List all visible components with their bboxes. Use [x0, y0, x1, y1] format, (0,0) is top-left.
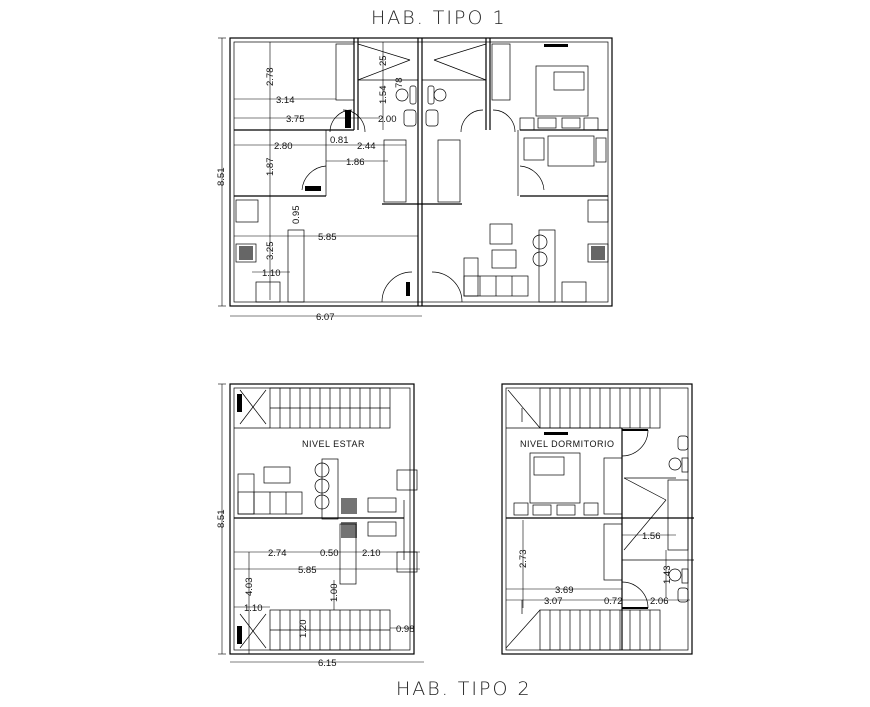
dim-estar-width: 6.15	[318, 658, 337, 669]
dim-0-98: 0.98	[396, 624, 415, 635]
dim-1-54: 1.54	[378, 86, 389, 105]
dim-2-80: 2.80	[274, 141, 293, 152]
label-nivel-dormitorio: NIVEL DORMITORIO	[520, 439, 615, 449]
label-nivel-estar: NIVEL ESTAR	[302, 439, 365, 449]
dim-5-85-estar: 5.85	[298, 565, 317, 576]
dim-5-85: 5.85	[318, 232, 337, 243]
dim-3-14: 3.14	[276, 95, 295, 106]
dim-0-72: 0.72	[604, 596, 623, 607]
dim-1-00: 1.00	[329, 584, 340, 603]
dim-2-10: 2.10	[362, 548, 381, 559]
title-hab-tipo-1: HAB. TIPO 1	[371, 7, 507, 29]
dim-3-25: 3.25	[265, 242, 276, 261]
dim-2-00: 2.00	[378, 114, 397, 125]
dim-2-44: 2.44	[357, 141, 376, 152]
plan-nivel-estar: NIVEL ESTAR	[216, 383, 424, 669]
plan-nivel-dormitorio: NIVEL DORMITORIO	[501, 383, 694, 655]
dim-2-73: 2.73	[518, 550, 529, 569]
title-hab-tipo-2: HAB. TIPO 2	[396, 678, 532, 700]
dim-plan1-width: 6.07	[316, 312, 335, 323]
dim-1-10: 1.10	[262, 268, 281, 279]
dim-1-20: 1.20	[298, 620, 309, 639]
dim-1-10-estar: 1.10	[244, 603, 263, 614]
dim-78: 78	[394, 77, 405, 88]
dim-2-74: 2.74	[268, 548, 287, 559]
dim-3-07: 3.07	[544, 596, 563, 607]
dim-1-86: 1.86	[346, 157, 365, 168]
dim-3-75: 3.75	[286, 114, 305, 125]
dim-plan1-height: 8.51	[216, 168, 227, 187]
dim-2-78: 2.78	[265, 68, 276, 87]
dim-4-03: 4.03	[244, 578, 255, 597]
dim-1-56: 1.56	[642, 531, 661, 542]
dim-0-81: 0.81	[330, 135, 349, 146]
dim-2-06: 2.06	[650, 596, 669, 607]
dim-25: 25	[378, 55, 389, 66]
dim-estar-height: 8.51	[216, 510, 227, 529]
dim-0-95: 0.95	[291, 206, 302, 225]
dim-1-87: 1.87	[265, 158, 276, 177]
dim-0-50: 0.50	[320, 548, 339, 559]
dim-1-43: 1.43	[662, 566, 673, 585]
dim-3-69: 3.69	[555, 585, 574, 596]
plan-hab-tipo-1: 8.51 6.07 2.78 3.14 3.75 25 78 1.54 2.00…	[216, 37, 613, 323]
